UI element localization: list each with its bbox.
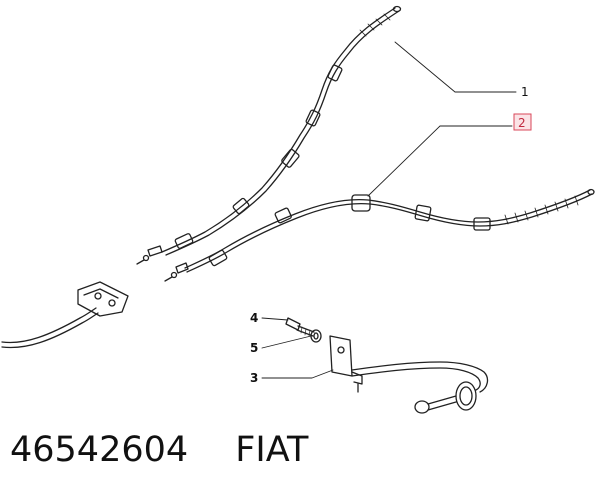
callout-2[interactable]: 2 [518,116,526,130]
footer-caption: 46542604 FIAT [10,430,308,470]
callout-4[interactable]: 4 [250,311,258,325]
part-number: 46542604 [10,430,189,470]
callout-5[interactable]: 5 [250,341,258,355]
brand-name: FIAT [235,430,309,470]
callout-1[interactable]: 1 [521,85,529,99]
cable-1 [136,5,402,265]
leader-lines [261,41,517,379]
bracket-assembly [329,335,489,414]
callout-2-box[interactable]: 2 [513,113,532,131]
bolt [285,317,315,337]
callout-3[interactable]: 3 [250,371,258,385]
cable-2 [164,188,595,282]
cable-clip [1,281,129,349]
